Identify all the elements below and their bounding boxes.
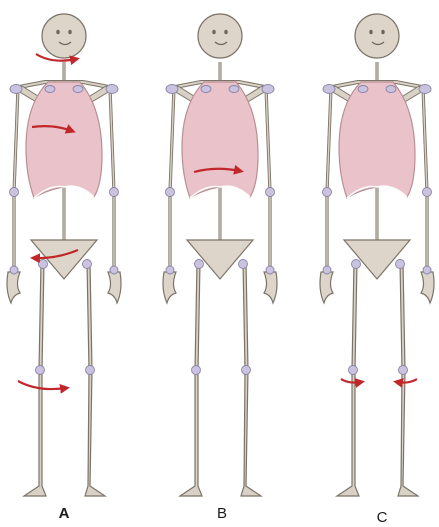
- figure-b: [163, 14, 277, 496]
- knee-arrow-left: [341, 379, 361, 383]
- panel-label-a: A: [44, 505, 84, 522]
- panel-label-b: B: [202, 505, 242, 522]
- figure-c: [320, 14, 434, 496]
- panel-label-c: C: [362, 509, 402, 526]
- figure-a: [7, 14, 121, 496]
- knee-arrow-right: [397, 379, 417, 383]
